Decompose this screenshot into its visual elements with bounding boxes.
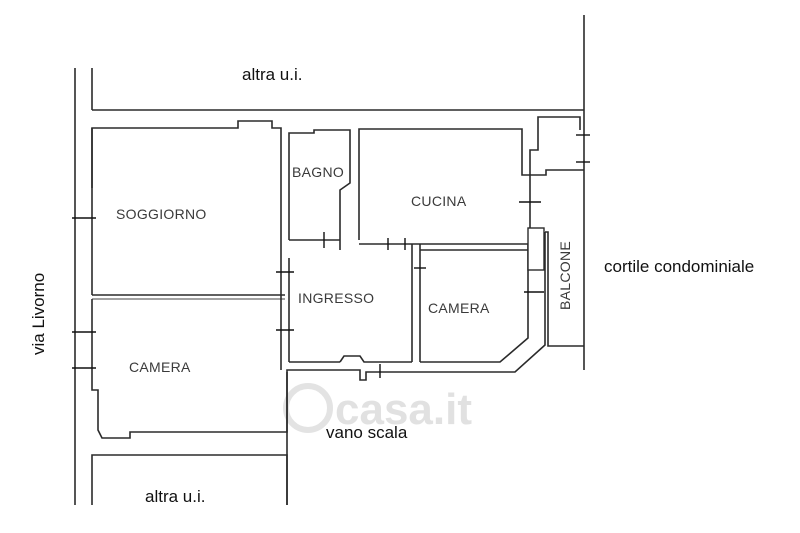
room-label-bagno: BAGNO — [292, 164, 344, 180]
bagno-walls — [288, 129, 351, 250]
watermark-logo-icon — [283, 383, 333, 433]
label-bottom-neighbor: altra u.i. — [145, 487, 205, 506]
room-label-camera-left: CAMERA — [129, 359, 191, 375]
watermark-text: casa.it — [335, 385, 472, 434]
label-street: via Livorno — [29, 273, 48, 355]
camera-right-walls — [412, 232, 546, 373]
cucina-walls — [358, 128, 531, 245]
room-label-ingresso: INGRESSO — [298, 290, 374, 306]
door-markers — [72, 134, 590, 378]
room-label-balcone: BALCONE — [557, 241, 573, 310]
camera-left-walls — [91, 299, 288, 439]
stairwell-walls — [286, 369, 412, 505]
soggiorno-walls — [91, 120, 282, 295]
ingresso-walls — [280, 244, 421, 370]
left-facade — [74, 68, 93, 505]
room-label-soggiorno: SOGGIORNO — [116, 206, 207, 222]
label-stairwell: vano scala — [326, 423, 408, 442]
top-boundary — [92, 15, 585, 370]
watermark: casa.it — [283, 383, 472, 434]
room-label-cucina: CUCINA — [411, 193, 467, 209]
soggiorno-camera-wall — [92, 294, 285, 300]
label-courtyard: cortile condominiale — [604, 257, 754, 276]
balcone-walls — [527, 116, 584, 347]
room-label-camera-right: CAMERA — [428, 300, 490, 316]
label-top-neighbor: altra u.i. — [242, 65, 302, 84]
